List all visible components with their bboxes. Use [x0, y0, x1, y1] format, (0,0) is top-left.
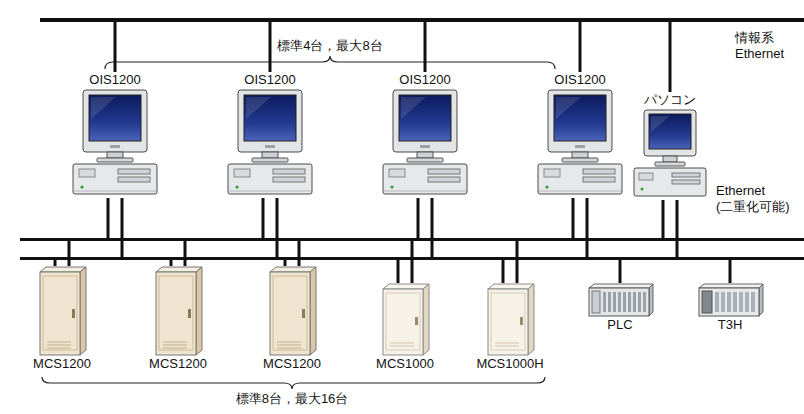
device-illustration — [70, 88, 160, 198]
operator-station: OIS1200 — [535, 72, 625, 198]
ethernet-bus: Ethernet (二重化可能) — [20, 238, 804, 260]
device-illustration — [470, 283, 550, 356]
ethernet-cable — [619, 259, 622, 283]
group-bracket — [42, 377, 545, 389]
controller-cabinet: MCS1200 — [252, 266, 332, 372]
group-bracket — [105, 56, 555, 69]
ethernet-cable — [424, 22, 427, 72]
ethernet-cable — [108, 198, 122, 259]
device-illustration — [695, 283, 765, 317]
device-label: パソコン — [644, 92, 696, 108]
ethernet-cable — [573, 198, 587, 259]
device-illustration — [380, 88, 470, 198]
ethernet-cable — [55, 239, 69, 266]
plc-unit: T3H — [695, 283, 765, 333]
device-label: MCS1000H — [476, 356, 543, 372]
device-label: OIS1200 — [89, 72, 140, 88]
controller-cabinet: MCS1200 — [22, 266, 102, 372]
ethernet-cable — [729, 259, 732, 283]
device-illustration — [138, 266, 218, 356]
device-label: T3H — [718, 317, 743, 333]
ethernet-cable — [579, 22, 582, 72]
device-label: PLC — [607, 317, 632, 333]
ethernet-cable — [669, 22, 672, 92]
device-illustration — [22, 266, 102, 356]
personal-computer: パソコン — [632, 92, 708, 200]
controller-cabinet: MCS1000 — [365, 283, 445, 372]
device-illustration — [632, 108, 708, 200]
bus-label: 情報系 Ethernet — [735, 30, 795, 62]
device-illustration — [365, 283, 445, 356]
quantity-note: 標準4台，最大8台 — [274, 38, 385, 54]
device-illustration — [225, 88, 315, 198]
ethernet-cable — [269, 22, 272, 72]
bus-label: Ethernet (二重化可能) — [716, 183, 778, 215]
ethernet-cable — [503, 239, 517, 283]
device-label: OIS1200 — [554, 72, 605, 88]
ethernet-cable — [114, 22, 117, 72]
device-label: MCS1200 — [149, 356, 207, 372]
ethernet-cable — [418, 198, 432, 259]
ethernet-bus: 情報系 Ethernet — [40, 18, 804, 22]
device-label: MCS1000 — [376, 356, 434, 372]
plc-unit: PLC — [585, 283, 655, 333]
device-label: OIS1200 — [399, 72, 450, 88]
device-label: MCS1200 — [263, 356, 321, 372]
ethernet-cable — [398, 239, 412, 283]
ethernet-cable — [263, 198, 277, 259]
operator-station: OIS1200 — [70, 72, 160, 198]
device-illustration — [585, 283, 655, 317]
controller-cabinet: MCS1000H — [470, 283, 550, 372]
operator-station: OIS1200 — [380, 72, 470, 198]
device-illustration — [252, 266, 332, 356]
ethernet-cable — [663, 200, 677, 259]
device-label: OIS1200 — [244, 72, 295, 88]
ethernet-cable — [171, 239, 185, 266]
controller-cabinet: MCS1200 — [138, 266, 218, 372]
ethernet-cable — [285, 239, 299, 266]
operator-station: OIS1200 — [225, 72, 315, 198]
device-label: MCS1200 — [33, 356, 91, 372]
device-illustration — [535, 88, 625, 198]
quantity-note: 標準8台，最大16台 — [233, 391, 352, 407]
